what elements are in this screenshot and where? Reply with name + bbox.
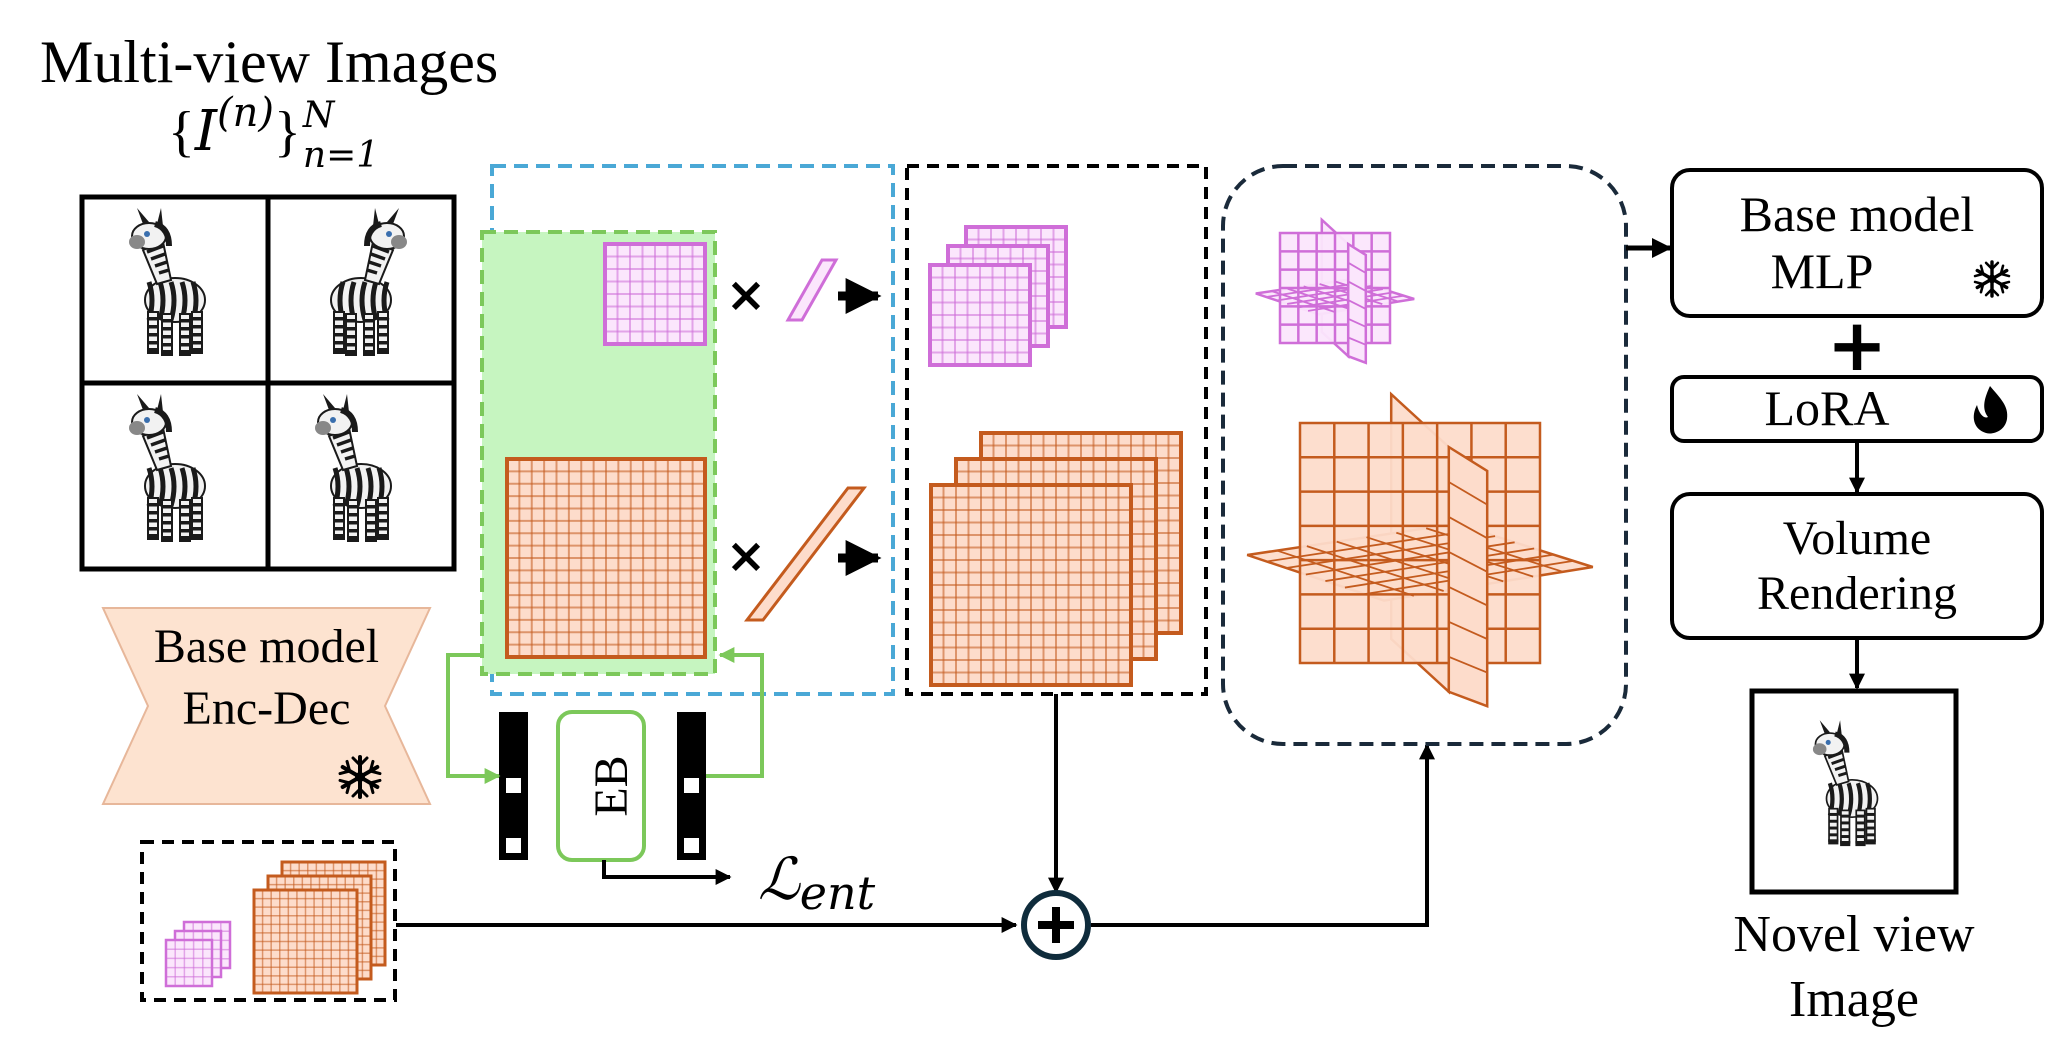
encoder-decoder-shape	[101, 607, 432, 805]
pink-plane-grid	[603, 242, 707, 346]
pink-triplane	[1255, 216, 1415, 365]
orange-feature-stack	[929, 431, 1183, 687]
multiview-image-grid	[79, 194, 457, 572]
zebra-thumbnail	[315, 394, 392, 542]
zebra-thumbnail	[129, 394, 206, 542]
entropy-block-label: EB	[585, 755, 638, 816]
entropy-bottleneck: EB	[499, 710, 706, 862]
green-arrow-out	[706, 647, 764, 778]
orange-triplane	[1246, 391, 1594, 709]
pink-feature-stack	[928, 225, 1068, 367]
output-label: Novel view Image	[1733, 906, 1975, 1028]
multiply-sign: ×	[726, 528, 766, 584]
orange-plane-grid	[505, 457, 707, 659]
base-mlp-box: Base model MLP	[1670, 168, 2044, 318]
novel-view-image	[1749, 688, 1959, 895]
volume-rendering-box: Volume Rendering	[1670, 492, 2044, 640]
entropy-block	[556, 710, 646, 862]
encoder-label: Base model Enc-Dec	[153, 620, 380, 736]
orange-scale-bar	[743, 486, 868, 622]
base-orange-stack	[252, 860, 387, 995]
zebra-thumbnail	[330, 208, 407, 356]
snowflake-icon	[338, 755, 382, 799]
pink-scale-bar	[785, 258, 839, 322]
multiply-sign: ×	[726, 267, 766, 323]
loss-arrow	[602, 860, 732, 885]
arrow	[1091, 743, 1435, 927]
add-node	[1021, 890, 1091, 960]
zebra-output	[1812, 720, 1879, 847]
entropy-loss-label: ℒent	[758, 845, 876, 920]
base-pink-stack	[164, 920, 232, 988]
lora-box: LoRA	[1670, 375, 2044, 443]
green-arrow-in	[446, 653, 501, 784]
zebra-thumbnail	[129, 208, 206, 356]
input-set-notation: {I(n)} N n=1	[168, 90, 380, 176]
input-title: Multi-view Images	[40, 29, 499, 95]
